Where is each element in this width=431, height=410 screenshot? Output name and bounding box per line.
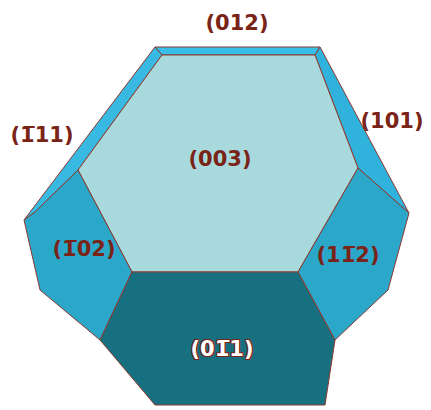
label-holder: (101) (360, 109, 423, 134)
top-face (155, 47, 320, 55)
miller-index: (003) (188, 147, 251, 172)
miller-index: (11̅2) (316, 243, 379, 268)
miller-index: (1̅11) (10, 123, 73, 148)
face-polygon (78, 55, 358, 272)
miller-index: (012) (205, 11, 268, 36)
label-holder: (012) (205, 11, 268, 36)
label-holder: (1̅11) (10, 123, 73, 148)
miller-index: (01̅1) (190, 337, 253, 362)
miller-index: (1̅02) (52, 237, 115, 262)
crystal-face: (01̅1) (100, 272, 335, 405)
face-polygon (100, 272, 335, 405)
miller-index: (101) (360, 109, 423, 134)
crystal-face: (003) (78, 55, 358, 272)
